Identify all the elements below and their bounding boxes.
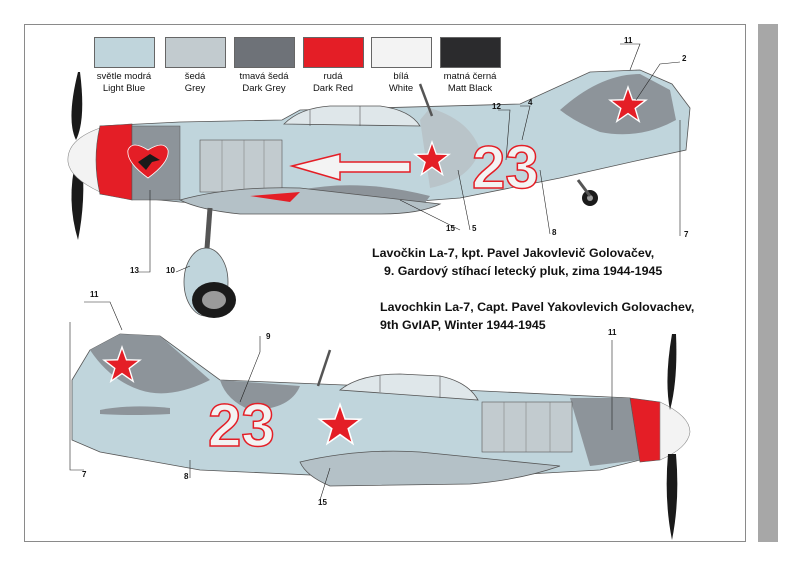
callout-4: 4 — [528, 98, 533, 107]
callout-9: 9 — [266, 332, 271, 341]
caption-english-line1: Lavochkin La-7, Capt. Pavel Yakovlevich … — [380, 300, 695, 314]
swatch-dark-grey — [234, 37, 295, 68]
swatch-light-blue — [94, 37, 155, 68]
caption-czech-line2: 9. Gardový stíhací letecký pluk, zima 19… — [384, 264, 663, 278]
callout-8-top: 8 — [552, 228, 557, 237]
bottom-aircraft-number: 23 — [208, 392, 275, 459]
callout-8-bottom: 8 — [184, 472, 189, 481]
bottom-aircraft-profile: 23 — [71, 333, 691, 540]
callout-15-top: 15 — [446, 224, 455, 233]
caption-english-line2: 9th GvIAP, Winter 1944-1945 — [380, 318, 546, 332]
callout-10: 10 — [166, 266, 175, 275]
side-tab-bar — [758, 24, 778, 542]
caption-czech: Lavočkin La-7, kpt. Pavel Jakovlevič Gol… — [372, 244, 662, 280]
caption-czech-line1: Lavočkin La-7, kpt. Pavel Jakovlevič Gol… — [372, 246, 655, 260]
swatch-white — [371, 37, 432, 68]
swatch-matt-black — [440, 37, 501, 68]
callout-5: 5 — [472, 224, 477, 233]
caption-english: Lavochkin La-7, Capt. Pavel Yakovlevich … — [380, 298, 694, 334]
swatch-dark-red — [303, 37, 364, 68]
callout-7-bottom: 7 — [82, 470, 87, 479]
swatch-grey — [165, 37, 226, 68]
callout-lines — [69, 43, 681, 501]
page-frame — [24, 24, 746, 542]
callout-15-bottom: 15 — [318, 498, 327, 507]
top-aircraft-number: 23 — [472, 134, 539, 201]
top-aircraft-profile: 23 — [67, 69, 691, 318]
callout-13: 13 — [130, 266, 139, 275]
callout-11-bottom: 11 — [608, 328, 617, 337]
callout-7-top: 7 — [684, 230, 689, 239]
callout-2: 2 — [682, 54, 687, 63]
callout-11-top: 11 — [624, 36, 633, 45]
callout-11-bottom-tail: 11 — [90, 290, 99, 299]
callout-12: 12 — [492, 102, 501, 111]
